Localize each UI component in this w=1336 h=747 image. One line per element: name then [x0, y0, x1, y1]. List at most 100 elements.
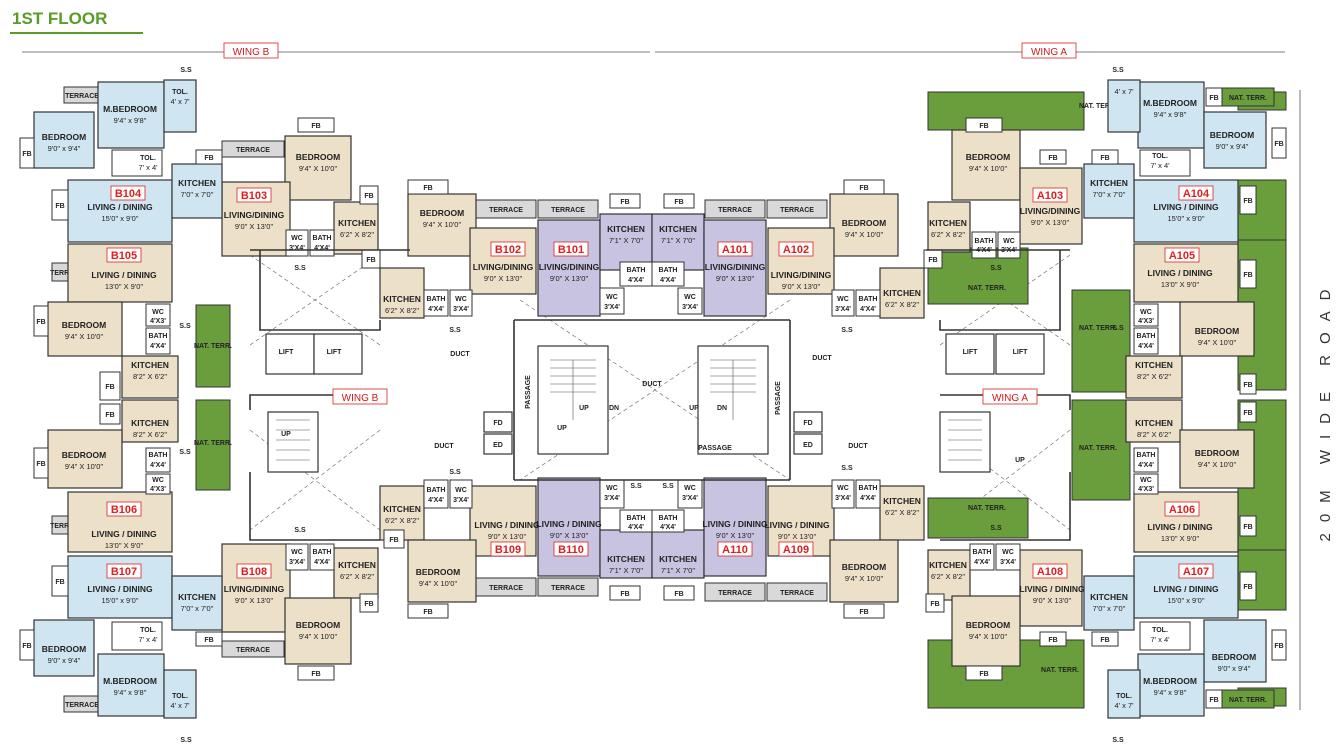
label-bedroom: BEDROOM: [296, 152, 340, 162]
fb-text: FB: [1274, 643, 1283, 650]
label-living: LIVING / DINING: [87, 202, 153, 212]
dim-kitchen: 6'2" X 8'2": [885, 300, 919, 309]
fb-text: FB: [364, 601, 373, 608]
ss-label: S.S: [662, 483, 674, 490]
lift-label-b2: LIFT: [327, 349, 342, 356]
unit-tag-box-b108: [236, 563, 272, 579]
dim-mbedroom: 9'4" x 9'8": [114, 116, 147, 125]
terrace-a109: [766, 582, 828, 602]
label-living: LIVING / DINING: [474, 520, 540, 530]
unit-tag-b107: B107: [111, 566, 137, 578]
unit-tag-box-b106: [106, 501, 142, 517]
label-bath: BATH: [313, 549, 332, 556]
wc-b101: [599, 287, 625, 315]
room-bedroom-a104: [1203, 111, 1267, 169]
dim-kitchen: 7'1" X 7'0": [661, 236, 695, 245]
nat-terr-text-a108: NAT. TERR.: [968, 505, 1006, 512]
unit-tag-box-b105: [106, 247, 142, 263]
fb-box: [1039, 631, 1067, 647]
label-bedroom: BEDROOM: [842, 218, 886, 228]
wc-a105: [1133, 303, 1159, 327]
nat-terr-text-bottom: NAT. TERR.: [1041, 667, 1079, 674]
fb-text: FB: [1048, 155, 1057, 162]
room-bedroom-a106: [1179, 429, 1255, 489]
label-wc: WC: [291, 549, 303, 556]
fb-text: FB: [36, 461, 45, 468]
label-kitchen: KITCHEN: [929, 218, 967, 228]
label-bedroom: BEDROOM: [42, 132, 86, 142]
wc-b103: [285, 229, 309, 257]
fb-box: [1239, 571, 1257, 601]
room-bedroom-a107: [1203, 619, 1267, 683]
dim-tol: 4' x 7': [170, 97, 190, 106]
dim-bath: 4'X4': [428, 306, 444, 313]
room-living-a110: [703, 477, 767, 577]
fb-text: FB: [1100, 155, 1109, 162]
fb-box: [609, 193, 641, 209]
duct-diagonal-5: [249, 429, 381, 531]
label-living: LIVING/DINING: [473, 262, 534, 272]
ed-box-right: [793, 433, 823, 455]
label-living: LIVING / DINING: [1147, 268, 1213, 278]
lift-a-1: [945, 333, 995, 375]
label-living: LIVING/DINING: [705, 262, 766, 272]
passage-label: PASSAGE: [698, 445, 732, 452]
fb-text: FB: [311, 671, 320, 678]
label-living: LIVING/DINING: [771, 270, 832, 280]
label-living: LIVING / DINING: [1153, 202, 1219, 212]
ed-box-left: [483, 433, 513, 455]
lift-a-2: [995, 333, 1045, 375]
dim-bath: 4'X4': [660, 524, 676, 531]
dn-label-right: DN: [717, 405, 727, 412]
room-bedroom-a105: [1179, 301, 1255, 357]
wc-a106: [1133, 473, 1159, 495]
fb-text: FB: [423, 185, 432, 192]
room-toilet-b104: [163, 79, 197, 133]
terrace-text-b105: TERRACE: [50, 270, 84, 277]
dim-kitchen: 7'1" X 7'0": [661, 566, 695, 575]
label-bath: BATH: [627, 267, 646, 274]
nat-terrace-right-lower: [1071, 399, 1131, 501]
fb-box: [1239, 185, 1257, 215]
room-mbedroom-b107: [97, 653, 165, 717]
bath-a103: [971, 231, 997, 259]
label-bedroom: BEDROOM: [296, 620, 340, 630]
unit-tag-box-b101: [553, 241, 589, 257]
dim-living: 9'0" X 13'0": [1033, 596, 1072, 605]
fb-text: FB: [620, 591, 629, 598]
label-bath: BATH: [859, 296, 878, 303]
unit-tag-b103: B103: [241, 190, 267, 202]
lift-b-2: [313, 333, 363, 375]
unit-tag-box-a105: [1164, 247, 1200, 263]
room-bedroom-a103: [951, 129, 1021, 201]
unit-tag-a105: A105: [1169, 250, 1195, 262]
unit-tag-box-a107: [1178, 563, 1214, 579]
room-kitchen-a109: [879, 485, 925, 541]
label-kitchen: KITCHEN: [929, 560, 967, 570]
terrace-a110: [704, 582, 766, 602]
label-kitchen: KITCHEN: [1135, 418, 1173, 428]
room-toilet-a104: [1107, 79, 1141, 133]
fb-box: [1271, 629, 1287, 661]
label-bedroom: BEDROOM: [842, 562, 886, 572]
wing-a-top-box: [1021, 42, 1077, 59]
fb-text: FB: [1243, 524, 1252, 531]
label-wc: WC: [455, 296, 467, 303]
ss-label: S.S: [841, 327, 853, 334]
label-mbedroom: M.BEDROOM: [103, 676, 157, 686]
dim-living: 13'0" X 9'0": [1161, 280, 1200, 289]
fb-box: [1039, 149, 1067, 165]
dim-wc: 4'X3': [150, 486, 166, 493]
fb-text: FB: [364, 193, 373, 200]
dim-bath: 4'X4': [628, 524, 644, 531]
nat-terr-box-bottom: [1221, 689, 1275, 709]
label-living: LIVING / DINING: [1147, 522, 1213, 532]
dim-kitchen: 8'2" X 6'2": [1137, 372, 1171, 381]
room-kitchen-a110: [651, 529, 705, 579]
stair-wing-b: [267, 411, 319, 473]
unit-tag-box-a108: [1032, 563, 1068, 579]
wing-b-mid-box: [332, 388, 388, 405]
terrace-text-b101: TERRACE: [551, 207, 585, 214]
bath-b108: [309, 543, 335, 571]
